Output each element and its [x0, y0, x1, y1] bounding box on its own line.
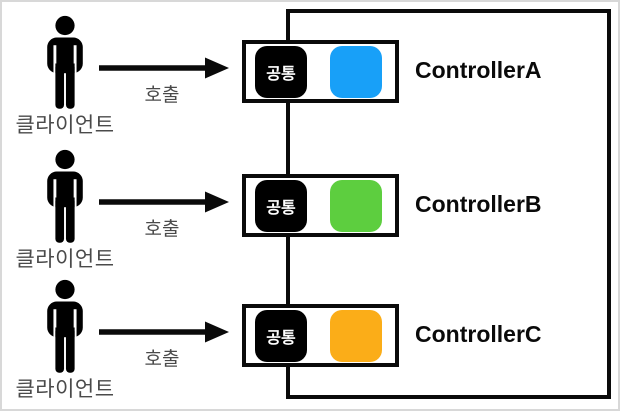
person-icon [47, 279, 83, 373]
controller-name: ControllerA [415, 57, 542, 83]
diagram-row-b: 클라이언트 호출 공통 ControllerB [2, 136, 618, 271]
arrow-right-icon [99, 321, 229, 343]
module-swatch [330, 45, 382, 98]
module-swatch [330, 309, 382, 362]
person-icon [47, 15, 83, 109]
diagram-row-c: 클라이언트 호출 공통 ControllerC [2, 266, 618, 401]
common-badge: 공통 [255, 179, 307, 232]
person-icon [47, 149, 83, 243]
arrow-right-icon [99, 191, 229, 213]
controller-box: 공통 [242, 40, 399, 103]
diagram-row-a: 클라이언트 호출 공통 ControllerA [2, 2, 618, 137]
controller-box: 공통 [242, 174, 399, 237]
client-label: 클라이언트 [15, 248, 115, 271]
controller-box: 공통 [242, 304, 399, 367]
client-label: 클라이언트 [15, 114, 115, 137]
call-label: 호출 [144, 85, 180, 106]
controller-name: ControllerC [415, 321, 542, 347]
common-badge: 공통 [255, 309, 307, 362]
controller-name: ControllerB [415, 191, 542, 217]
arrow-right-icon [99, 57, 229, 79]
call-label: 호출 [144, 219, 180, 240]
client-label: 클라이언트 [15, 378, 115, 401]
module-swatch [330, 179, 382, 232]
call-label: 호출 [144, 349, 180, 370]
common-badge: 공통 [255, 45, 307, 98]
